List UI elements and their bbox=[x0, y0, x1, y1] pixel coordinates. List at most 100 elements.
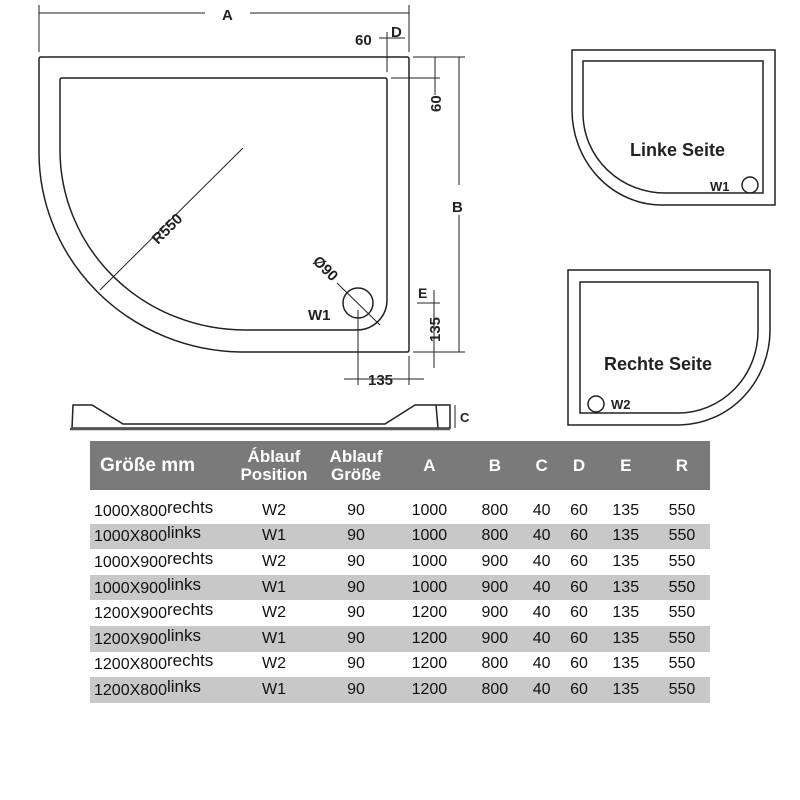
dim-b-label: B bbox=[452, 199, 463, 216]
cell-pos: W2 bbox=[262, 552, 286, 570]
cell-b: 800 bbox=[466, 677, 523, 703]
cell-size: 1000X800links bbox=[90, 523, 228, 550]
size-value: 1000X900 bbox=[94, 553, 167, 571]
side-value: links bbox=[166, 676, 201, 696]
cell-a: 1200 bbox=[392, 625, 467, 652]
cell-pos: W2 bbox=[262, 604, 286, 622]
cell-d: 60 bbox=[560, 523, 598, 550]
side-value: rechts bbox=[166, 600, 214, 620]
size-value: 1000X900 bbox=[94, 579, 167, 597]
cell-e: 135 bbox=[612, 655, 640, 673]
cell-a: 1200 bbox=[411, 655, 448, 673]
cell-size: 1200X900rechts bbox=[90, 600, 228, 626]
left-variant-title: Linke Seite bbox=[630, 140, 725, 160]
cell-pos: W2 bbox=[262, 655, 286, 673]
cell-pos: W2 bbox=[262, 501, 286, 519]
cell-c: 40 bbox=[532, 655, 551, 673]
right-variant-outline bbox=[567, 269, 771, 426]
cell-c: 40 bbox=[532, 501, 551, 519]
cell-pos: W1 bbox=[228, 523, 320, 550]
cell-a: 1000 bbox=[411, 501, 448, 519]
cell-b: 800 bbox=[481, 655, 509, 673]
dim-60-top-label: 60 bbox=[355, 32, 372, 49]
cell-c: 40 bbox=[522, 625, 561, 652]
cell-d: 60 bbox=[560, 574, 598, 601]
cell-e: 135 bbox=[612, 501, 640, 519]
cell-drain: 90 bbox=[347, 655, 365, 673]
cell-c: 40 bbox=[532, 604, 551, 622]
tray-side-profile bbox=[71, 404, 451, 429]
drain-diameter-label: Ø90 bbox=[309, 253, 341, 285]
cell-c: 40 bbox=[522, 523, 561, 550]
cell-r: 550 bbox=[653, 574, 710, 601]
cell-d: 60 bbox=[570, 552, 588, 570]
cell-r: 550 bbox=[668, 604, 696, 622]
side-value: rechts bbox=[166, 651, 214, 671]
size-value: 1200X900 bbox=[94, 630, 167, 648]
right-variant-drain bbox=[587, 395, 605, 413]
size-value: 1200X800 bbox=[94, 656, 167, 674]
cell-d: 60 bbox=[570, 501, 588, 519]
left-variant-outline bbox=[571, 49, 776, 206]
drain-position-label: W1 bbox=[308, 307, 331, 324]
header-r: R bbox=[653, 441, 710, 490]
cell-r: 550 bbox=[668, 552, 696, 570]
cell-e: 135 bbox=[597, 677, 654, 703]
dim-e-label: E bbox=[418, 285, 427, 301]
cell-d: 60 bbox=[560, 677, 598, 703]
cell-r: 550 bbox=[653, 677, 710, 703]
left-variant-drain-label: W1 bbox=[710, 179, 730, 194]
cell-b: 900 bbox=[481, 604, 509, 622]
cell-pos: W1 bbox=[228, 574, 320, 601]
cell-e: 135 bbox=[597, 625, 654, 652]
size-value: 1000X800 bbox=[94, 502, 167, 520]
cell-b: 800 bbox=[466, 523, 523, 550]
dim-c-label: C bbox=[460, 410, 470, 425]
side-value: links bbox=[166, 625, 201, 645]
cell-e: 135 bbox=[612, 604, 640, 622]
header-e: E bbox=[597, 441, 654, 490]
header-b: B bbox=[466, 441, 523, 490]
cell-a: 1200 bbox=[392, 677, 467, 703]
side-value: rechts bbox=[166, 548, 214, 568]
cell-size: 1200X900links bbox=[90, 626, 228, 652]
cell-drain: 90 bbox=[320, 677, 392, 703]
dim-a-label: A bbox=[222, 7, 233, 24]
cell-c: 40 bbox=[522, 574, 561, 601]
cell-drain: 90 bbox=[320, 523, 392, 550]
cell-c: 40 bbox=[532, 552, 551, 570]
right-variant-drain-label: W2 bbox=[611, 397, 631, 412]
header-size: Größe mm bbox=[90, 441, 228, 490]
cell-pos: W1 bbox=[228, 677, 320, 703]
header-gap bbox=[90, 490, 710, 498]
cell-size: 1200X800links bbox=[90, 677, 228, 703]
header-drain-size-line1: Ablauf bbox=[329, 446, 383, 466]
left-variant-drain bbox=[741, 176, 759, 194]
cell-drain: 90 bbox=[347, 501, 365, 519]
header-a: A bbox=[392, 441, 467, 490]
cell-size: 1000X900rechts bbox=[90, 549, 228, 575]
size-value: 1200X900 bbox=[94, 605, 167, 623]
side-value: links bbox=[166, 523, 201, 543]
cell-b: 800 bbox=[481, 501, 509, 519]
cell-a: 1000 bbox=[392, 574, 467, 601]
cell-r: 550 bbox=[653, 625, 710, 652]
tray-inner-outline bbox=[59, 77, 388, 331]
cell-drain: 90 bbox=[347, 552, 365, 570]
header-drain-position-line1: Áblauf bbox=[247, 446, 301, 466]
cell-r: 550 bbox=[653, 523, 710, 550]
cell-e: 135 bbox=[597, 523, 654, 550]
tray-outer-outline bbox=[38, 56, 410, 353]
cell-b: 900 bbox=[481, 552, 509, 570]
cell-drain: 90 bbox=[347, 604, 365, 622]
